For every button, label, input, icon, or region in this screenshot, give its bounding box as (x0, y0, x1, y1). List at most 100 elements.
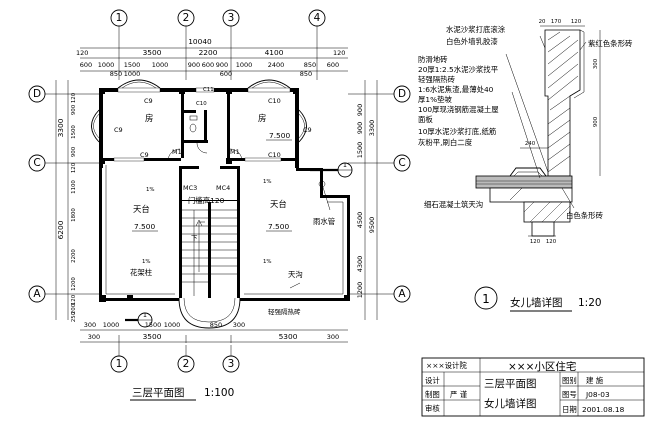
dim-bottom-r1-4: 850 (210, 321, 222, 329)
detail-note-2: 防滑地砖 (418, 55, 448, 64)
plan-title-text: 三层平面图 (132, 387, 185, 399)
code-c9b: C9 (114, 126, 123, 134)
code-c11: C11 (203, 87, 214, 93)
dim-right-b2: 900 (356, 104, 364, 116)
level-terrace-left: 7.500 (134, 222, 155, 231)
tb-institute: ×××设计院 (426, 361, 467, 370)
code-mc3: MC3 (183, 184, 197, 192)
gutter-label: 天沟 (288, 270, 303, 279)
detail-note-5: 1:6水泥焦渣,最薄处40 (418, 85, 494, 94)
dim-top-r3b-3: 850 (300, 70, 312, 78)
dim-right-a0: 3300 (368, 120, 376, 137)
room-left: 房 (145, 113, 153, 123)
detail-note-1: 白色外墙乳胶漆 (446, 37, 498, 46)
detail-note-8: 面板 (418, 115, 433, 124)
detail-concrete-note: 细石混凝土筑天沟 (424, 200, 483, 209)
dim-left-b6: 1800 (71, 208, 77, 222)
axis-bubbles-left: D C A 3300 6200 120 900 1500 900 120 110… (28, 80, 100, 322)
dim-bottom-r1-1: 1000 (103, 321, 120, 329)
dim-top-r3-10: 600 (327, 61, 339, 69)
detail-note-9: 10厚水泥沙浆打底,纸筋 (418, 127, 496, 136)
detail-right-note: 紫红色条形砖 (588, 39, 633, 48)
dim-left-b1: 900 (71, 104, 77, 115)
dim-bottom-r3-1: 300 (327, 333, 339, 341)
section-mark-top: 1 (343, 161, 347, 169)
slope-1: 1% (146, 187, 155, 193)
dim-right-b1: 1500 (356, 142, 364, 159)
tb-type-label: 图别 (562, 376, 577, 385)
axis-bottom-2: 2 (183, 358, 190, 370)
detail-note-6: 厚1%垫坡 (418, 95, 453, 104)
slope-3: 1% (142, 259, 151, 265)
tb-num-value: J08-03 (585, 390, 610, 399)
axis-bottom-1: 1 (116, 358, 123, 370)
dim-top-r3-5: 600 (202, 61, 214, 69)
dim-top-total: 10040 (188, 37, 212, 46)
axis-bottom-3: 3 (228, 358, 235, 370)
dim-left-a1: 6200 (56, 220, 65, 239)
dim-left-b5: 1100 (71, 180, 77, 194)
detail-dim-120: 120 (571, 19, 582, 25)
axis-right-a: A (398, 288, 406, 300)
dim-left-a0: 3300 (56, 118, 65, 137)
dim-left-b4: 120 (71, 162, 77, 173)
detail-dim-300: 300 (593, 58, 599, 69)
dim-left-b7: 2200 (71, 249, 77, 263)
detail-note-10: 灰粉平,刷白二度 (418, 138, 473, 147)
code-c10b: C10 (268, 151, 281, 159)
stair-down: 下 (191, 234, 198, 242)
detail-scale: 1:20 (578, 297, 602, 309)
tb-check: 审核 (425, 404, 440, 413)
tb-num-label: 图号 (562, 390, 577, 399)
dim-right-b0: 900 (356, 122, 364, 134)
axis-right-d: D (398, 88, 406, 100)
plan-scale-text: 1:100 (204, 387, 234, 399)
code-m1a: M1 (172, 148, 182, 156)
detail-note-4: 轻强隔热砖 (418, 75, 456, 84)
code-m1b: M1 (230, 148, 240, 156)
dim-left-b0: 120 (71, 92, 77, 103)
terrace-right: 天台 (270, 199, 287, 209)
parapet-detail: 20 170 120 (418, 19, 633, 312)
dim-bottom-r1-0: 300 (84, 321, 96, 329)
dim-top-r1-1: 2200 (199, 48, 218, 57)
detail-dim-170: 170 (551, 19, 562, 25)
detail-dim-b0: 120 (530, 239, 541, 245)
dim-right-b5: 1200 (356, 282, 364, 299)
dim-left-edge2: 250 (71, 311, 77, 322)
dim-top-r3-8: 2400 (268, 61, 285, 69)
dim-left-b3: 900 (71, 146, 77, 157)
code-c10a: C10 (268, 97, 281, 105)
dim-left-edge0: 120 (71, 294, 77, 305)
axis-top-3: 3 (228, 12, 235, 24)
tb-drawing2: 女儿墙详图 (484, 397, 537, 410)
dims-top: 10040 120 120 3500 2200 4100 600 1000 15… (76, 37, 348, 78)
axis-top-2: 2 (183, 12, 190, 24)
dim-top-r3-7: 1000 (236, 61, 253, 69)
dim-top-r3-3: 1000 (152, 61, 169, 69)
dim-bottom-r1-5: 300 (233, 321, 245, 329)
dim-top-r3b-1: 1000 (124, 70, 141, 78)
dim-top-r3-9: 850 (304, 61, 316, 69)
axis-bubbles-right: D C A 900 1500 900 3300 4500 4300 9500 1… (348, 80, 411, 320)
dim-top-r3-6: 900 (216, 61, 228, 69)
detail-note-3: 20厚1:2.5水泥沙浆找平 (418, 65, 498, 74)
tb-design: 设计 (425, 376, 440, 385)
dim-bottom-r2-1: 5300 (279, 332, 298, 341)
dim-bottom-r1-2: 1500 (145, 321, 162, 329)
dim-top-r3-1: 1000 (98, 61, 115, 69)
dim-top-edge-right: 120 (333, 49, 345, 57)
code-c10c: C10 (196, 101, 207, 107)
detail-note-0: 水泥沙浆打底滚涂 (446, 25, 506, 34)
code-c9d: C9 (140, 151, 149, 159)
code-c9a: C9 (144, 97, 153, 105)
dim-top-r3-2: 1500 (124, 61, 141, 69)
detail-bottom-note: 白色条形砖 (566, 211, 604, 220)
dim-top-r3b-0: 850 (110, 70, 122, 78)
level-terrace-right: 7.500 (268, 222, 289, 231)
code-c9c: C9 (303, 126, 312, 134)
axis-left-d: D (33, 88, 41, 100)
detail-dim-b1: 120 (546, 239, 557, 245)
level-room: 7.500 (269, 131, 290, 140)
